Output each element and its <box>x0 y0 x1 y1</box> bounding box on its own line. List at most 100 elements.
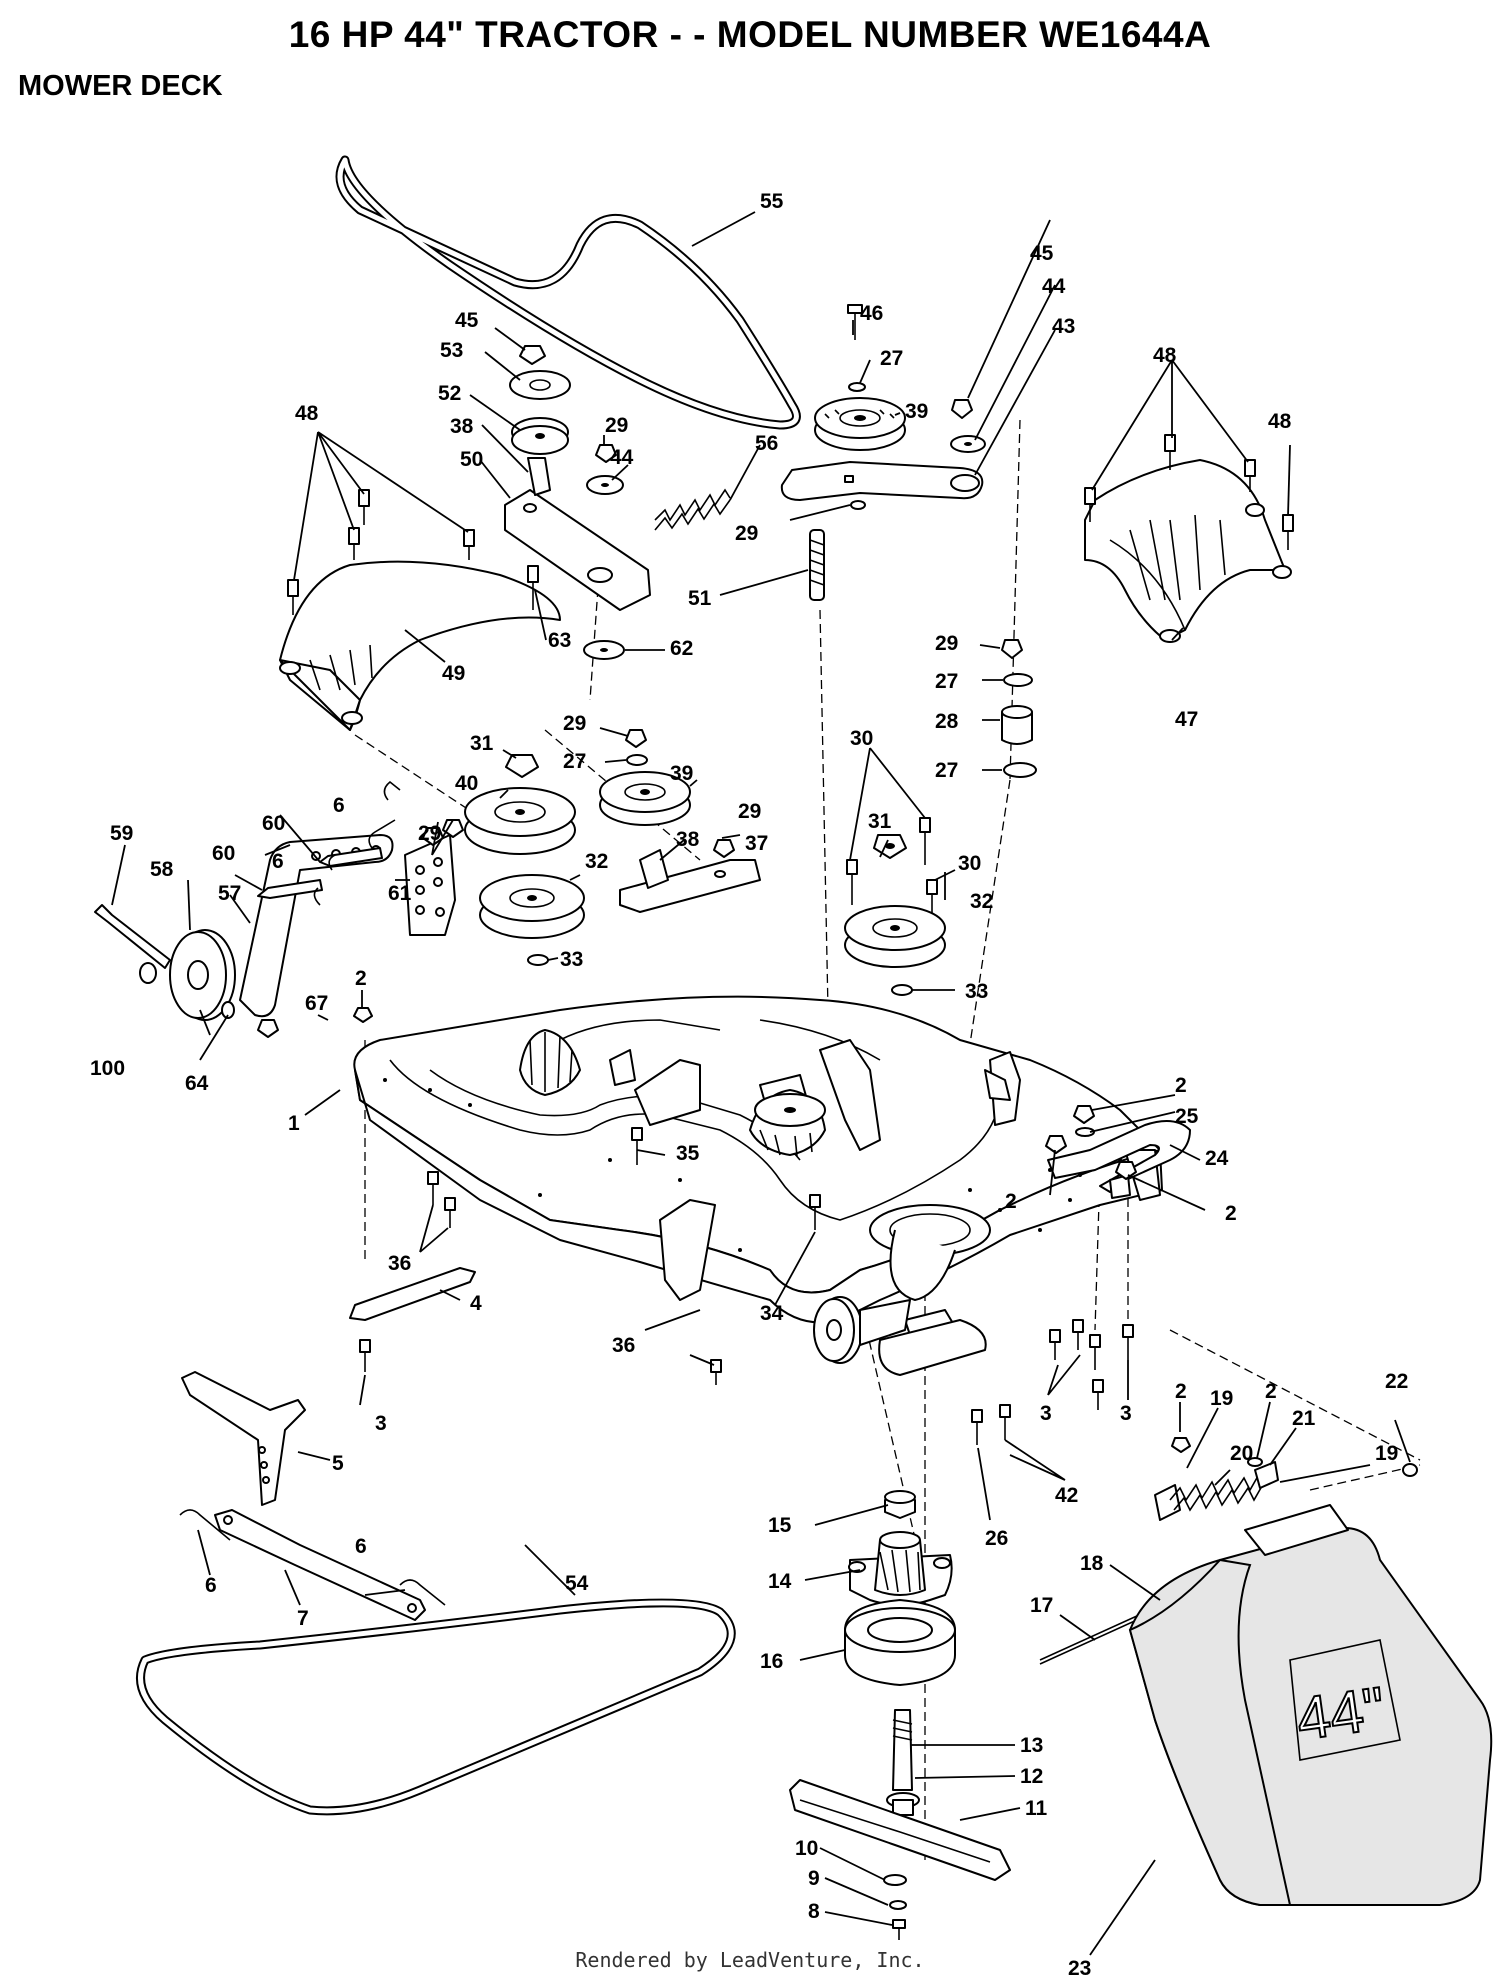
callout-40: 40 <box>455 772 478 795</box>
callout-20: 20 <box>1230 1442 1253 1465</box>
discharge-deflector <box>1128 1504 1493 1906</box>
callout-32: 32 <box>585 850 608 873</box>
idler-pulley-upper <box>814 397 906 451</box>
callout-3: 3 <box>375 1412 387 1435</box>
callout-47: 47 <box>1175 708 1198 731</box>
callout-15: 15 <box>768 1514 792 1537</box>
callout-48: 48 <box>1268 410 1292 433</box>
callout-50: 50 <box>460 448 483 471</box>
callout-29: 29 <box>935 632 958 655</box>
callout-53: 53 <box>440 339 463 362</box>
footer-credit: Rendered by LeadVenture, Inc. <box>575 1948 925 1972</box>
section-title: MOWER DECK <box>18 70 223 102</box>
callout-4: 4 <box>470 1292 482 1315</box>
deck-front-wheel <box>813 1296 911 1364</box>
callout-30: 30 <box>958 852 981 875</box>
callout-63: 63 <box>548 629 571 652</box>
callout-22: 22 <box>1385 1370 1408 1393</box>
callout-6: 6 <box>355 1535 367 1558</box>
callout-56: 56 <box>755 432 778 455</box>
callout-19: 19 <box>1375 1442 1398 1465</box>
callout-26: 26 <box>985 1527 1008 1550</box>
belt-cover-left <box>279 560 561 731</box>
belt-cover-right <box>1084 459 1292 643</box>
callout-51: 51 <box>688 587 712 610</box>
callout-34: 34 <box>760 1302 784 1325</box>
bolts-48-right <box>1084 434 1294 550</box>
callout-46: 46 <box>860 302 883 325</box>
deflector-badge: 44" <box>1292 1674 1389 1753</box>
callout-27: 27 <box>935 759 958 782</box>
callout-16: 16 <box>760 1650 783 1673</box>
callout-38: 38 <box>676 828 700 851</box>
pulley-stack-right <box>844 639 1037 996</box>
idler-pulley-center <box>599 729 691 826</box>
callout-2: 2 <box>1225 1202 1237 1225</box>
bolt-washer-62-63 <box>527 565 625 660</box>
callout-30: 30 <box>850 727 873 750</box>
callout-31: 31 <box>868 810 892 833</box>
link-7 <box>179 1509 446 1621</box>
callout-32: 32 <box>970 890 993 913</box>
callout-42: 42 <box>1055 1484 1078 1507</box>
deck-hardware <box>353 1007 1137 1445</box>
callout-35: 35 <box>676 1142 700 1165</box>
callout-2: 2 <box>1175 1074 1187 1097</box>
spindle-assembly <box>789 1490 1011 1940</box>
callout-23: 23 <box>1068 1957 1091 1980</box>
callout-45: 45 <box>1030 242 1054 265</box>
bracket-61 <box>404 819 464 936</box>
callout-58: 58 <box>150 858 174 881</box>
spring-51 <box>809 529 825 601</box>
callout-8: 8 <box>808 1900 820 1923</box>
callout-39: 39 <box>670 762 693 785</box>
callout-6: 6 <box>272 850 284 873</box>
callout-55: 55 <box>760 190 784 213</box>
callout-100: 100 <box>90 1057 125 1080</box>
callout-12: 12 <box>1020 1765 1043 1788</box>
callout-29: 29 <box>563 712 586 735</box>
callout-38: 38 <box>450 415 474 438</box>
mower-belt-lower <box>136 1598 736 1816</box>
callout-25: 25 <box>1175 1105 1199 1128</box>
callout-6: 6 <box>205 1574 217 1597</box>
callout-39: 39 <box>905 400 928 423</box>
callout-60: 60 <box>262 812 285 835</box>
nut-washer-45-44 <box>850 399 986 510</box>
callout-37: 37 <box>745 832 768 855</box>
callout-labels: 55 45 53 52 38 50 48 29 44 56 46 27 39 4… <box>90 190 1408 1980</box>
callout-2: 2 <box>1005 1190 1017 1213</box>
callout-10: 10 <box>795 1837 818 1860</box>
callout-29: 29 <box>735 522 758 545</box>
spring-upper <box>654 488 731 531</box>
callout-2: 2 <box>1175 1380 1187 1403</box>
callout-52: 52 <box>438 382 461 405</box>
callout-57: 57 <box>218 882 241 905</box>
callout-2: 2 <box>355 967 367 990</box>
callout-36: 36 <box>612 1334 635 1357</box>
callout-61: 61 <box>388 882 412 905</box>
callout-7: 7 <box>297 1607 309 1630</box>
hanger-bracket-5 <box>181 1371 306 1506</box>
callout-31: 31 <box>470 732 494 755</box>
callout-13: 13 <box>1020 1734 1043 1757</box>
callout-24: 24 <box>1205 1147 1229 1170</box>
callout-5: 5 <box>332 1452 344 1475</box>
callout-1: 1 <box>288 1112 300 1135</box>
callout-49: 49 <box>442 662 465 685</box>
leader-lines <box>111 211 1411 1956</box>
callout-44: 44 <box>610 446 634 469</box>
deck-bar-4 <box>349 1267 476 1321</box>
callout-33: 33 <box>560 948 583 971</box>
callout-17: 17 <box>1030 1594 1053 1617</box>
callout-44: 44 <box>1042 275 1066 298</box>
callout-29: 29 <box>738 800 761 823</box>
callout-27: 27 <box>880 347 903 370</box>
callout-29: 29 <box>418 822 441 845</box>
pulley-stack-left-spindle <box>464 754 585 966</box>
callout-29: 29 <box>605 414 628 437</box>
callout-3: 3 <box>1040 1402 1052 1425</box>
callout-64: 64 <box>185 1072 209 1095</box>
callout-11: 11 <box>1025 1797 1048 1820</box>
